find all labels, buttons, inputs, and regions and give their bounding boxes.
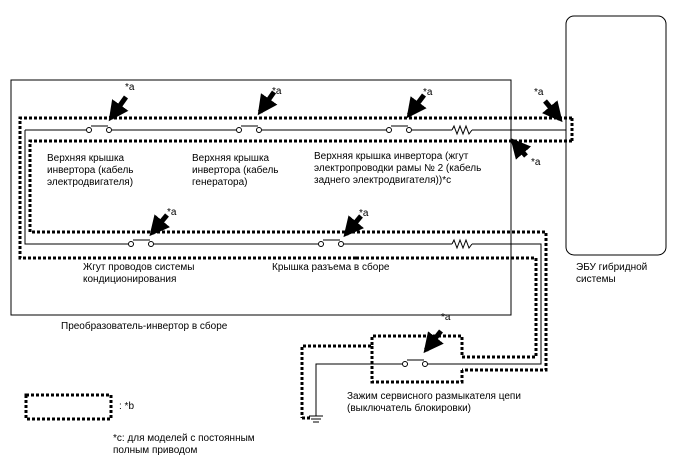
label-service-plug: Зажим сервисного размыкателя цепи (выклю… — [347, 391, 521, 414]
switch-inverter-rear-motor — [386, 125, 412, 133]
switch-service-plug — [402, 359, 428, 367]
switch-inverter-motor — [86, 125, 112, 133]
legend-c-note: *c: для моделей с постоянным полным прив… — [113, 433, 255, 456]
marker-a-8: *a — [441, 312, 451, 323]
pointer-arrows — [108, 90, 563, 354]
label-connector-cover: Крышка разъема в сборе — [272, 262, 390, 273]
inverter-assembly-box — [10, 79, 512, 316]
switch-inverter-generator — [236, 125, 262, 133]
marker-a-7: *a — [359, 208, 369, 219]
marker-a-5: *a — [531, 157, 541, 168]
legend-dotted-box — [24, 393, 113, 421]
label-hybrid-ecu: ЭБУ гибридной системы — [576, 262, 648, 285]
switch-connector-cover — [318, 239, 344, 247]
ground-symbol — [309, 415, 323, 423]
marker-a-2: *a — [272, 86, 282, 97]
marker-a-1: *a — [125, 82, 135, 93]
label-inverter-cover-generator: Верхняя крышка инвертора (кабель генерат… — [192, 153, 279, 188]
resistor-top — [451, 124, 473, 136]
marker-a-4: *a — [534, 87, 544, 98]
label-inverter-assembly: Преобразователь-инвертор в сборе — [61, 321, 228, 332]
marker-a-6: *a — [167, 207, 177, 218]
circuit-wires — [24, 129, 566, 416]
legend-b-text: : *b — [119, 401, 135, 412]
marker-a-3: *a — [423, 87, 433, 98]
label-inverter-cover-motor: Верхняя крышка инвертора (кабель электро… — [47, 153, 134, 188]
hybrid-ecu-box — [565, 15, 667, 256]
label-ac-harness: Жгут проводов системы кондиционирования — [83, 262, 195, 285]
switch-ac-harness — [128, 239, 154, 247]
resistor-bottom — [451, 238, 473, 250]
label-inverter-cover-rear-motor: Верхняя крышка инвертора (жгут электропр… — [314, 151, 482, 186]
